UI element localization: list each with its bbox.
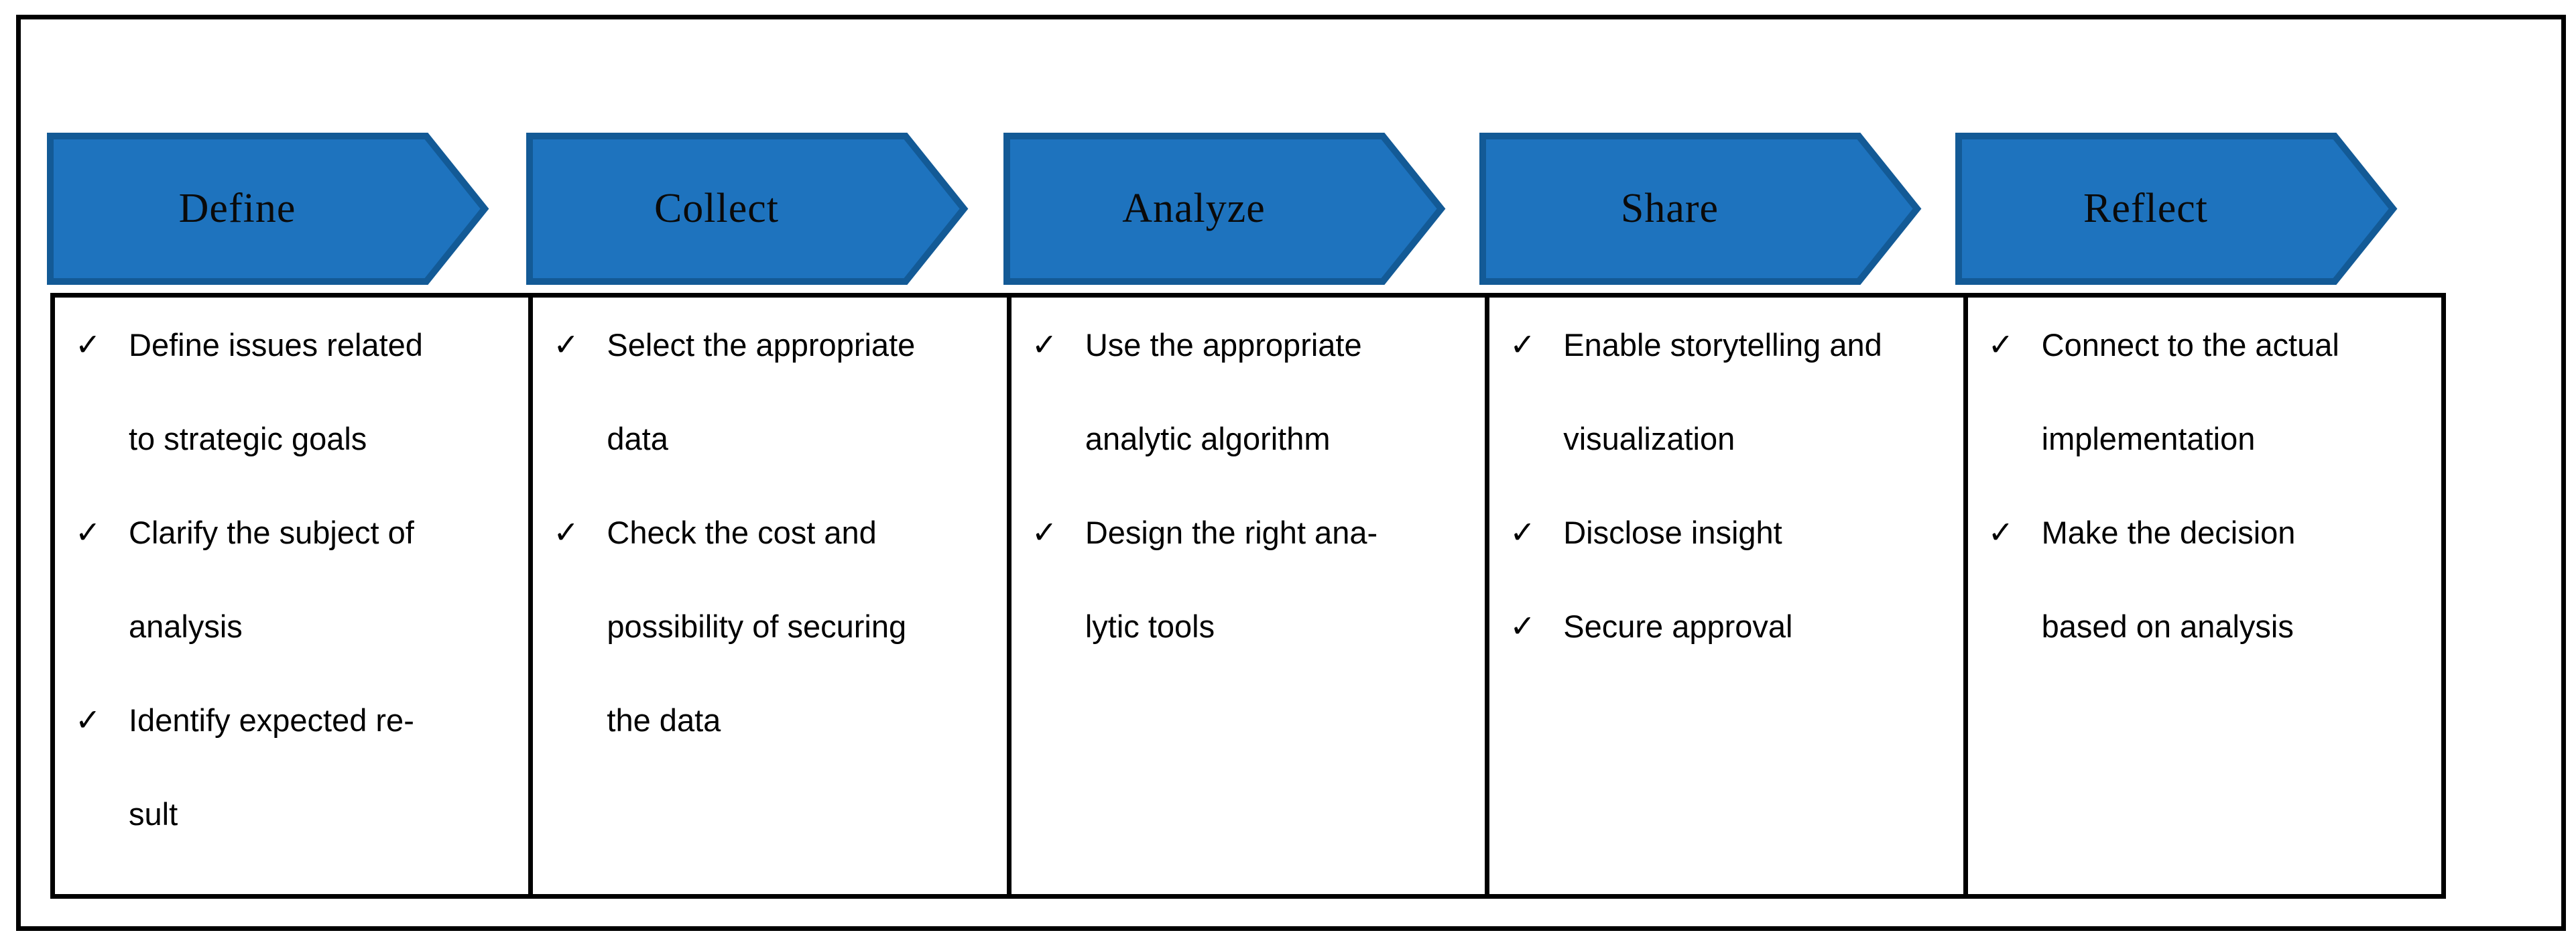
checklist-item: ✓ Secure approval (1510, 579, 1951, 673)
checkmark-icon: ✓ (1987, 327, 2014, 362)
checkmark-icon: ✓ (75, 515, 101, 550)
item-line: Use the appropriate (1085, 326, 1362, 363)
checkmark-icon: ✓ (553, 327, 579, 362)
checkmark-icon: ✓ (75, 327, 101, 362)
checklist-item: ✓ Disclose insight (1510, 485, 1951, 579)
stage-arrow-collect: Collect (526, 133, 969, 285)
checklist-item: ✓ Select the appropriate data (553, 298, 994, 485)
arrow-graphic (1955, 133, 2398, 285)
stage-title: Share (1620, 186, 1719, 231)
checkmark-icon: ✓ (1510, 327, 1536, 362)
stage-arrow-analyze: Analyze (1003, 133, 1446, 285)
checkmark-icon: ✓ (1031, 327, 1058, 362)
checkmark-icon: ✓ (1510, 609, 1536, 643)
arrow-graphic (526, 133, 969, 285)
arrow-graphic (1003, 133, 1446, 285)
item-line: Disclose insight (1563, 514, 1782, 550)
item-line: Check the cost and (607, 514, 877, 550)
item-line: Clarify the subject of (129, 514, 414, 550)
item-line: analytic algorithm (1085, 420, 1331, 456)
item-line: analysis (129, 608, 243, 644)
item-line: to strategic goals (129, 420, 367, 456)
checklist-item: ✓ Enable storytelling and visualization (1510, 298, 1951, 485)
stage-box-collect: ✓ Select the appropriate data ✓ Check the co… (533, 298, 1011, 894)
item-line: Identify expected re- (129, 702, 414, 738)
checklist-item: ✓ Design the right ana-lytic tools (1032, 485, 1473, 673)
stage-box-reflect: ✓ Connect to the actual implementation ✓ Mak… (1968, 298, 2441, 894)
item-line: Design the right ana- (1085, 514, 1378, 550)
item-line: lytic tools (1085, 608, 1215, 644)
stage-boxes-row: ✓ Define issues related to strategic goals… (50, 293, 2446, 899)
item-line: visualization (1563, 420, 1735, 456)
stage-title: Reflect (2083, 186, 2208, 231)
item-line: sult (129, 796, 178, 832)
stage-arrow-shape (1955, 133, 2398, 285)
diagram-outer-frame (16, 15, 2566, 931)
stage-arrow-shape (47, 133, 489, 285)
checklist-item: ✓ Use the appropriate analytic algorithm (1032, 298, 1473, 485)
item-line: possibility of securing (607, 608, 907, 644)
stage-arrow-reflect: Reflect (1955, 133, 2398, 285)
item-line: Enable storytelling and (1563, 326, 1882, 363)
checklist-item: ✓ Make the decision based on analysis (1988, 485, 2429, 673)
item-line: the data (607, 702, 721, 738)
item-line: data (607, 420, 668, 456)
stage-box-analyze: ✓ Use the appropriate analytic algorithm ✓ D… (1011, 298, 1490, 894)
item-line: Select the appropriate (607, 326, 916, 363)
item-line: Define issues related (129, 326, 423, 363)
stage-arrow-shape (526, 133, 969, 285)
arrow-graphic (47, 133, 489, 285)
checkmark-icon: ✓ (1031, 515, 1058, 550)
item-line: Secure approval (1563, 608, 1793, 644)
stage-box-define: ✓ Define issues related to strategic goals… (55, 298, 534, 894)
stage-title: Define (178, 186, 296, 231)
checklist-item: ✓ Clarify the subject of analysis (75, 485, 516, 673)
checklist-item: ✓ Connect to the actual implementation (1988, 298, 2429, 485)
checklist-item: ✓ Identify expected re-sult (75, 673, 516, 861)
stage-arrow-shape (1003, 133, 1446, 285)
item-line: Make the decision (2041, 514, 2296, 550)
checklist-item: ✓ Check the cost and possibility of securi… (553, 485, 994, 767)
checklist-item: ✓ Define issues related to strategic goals (75, 298, 516, 485)
arrow-graphic (1479, 133, 1922, 285)
stage-arrow-shape (1479, 133, 1922, 285)
checkmark-icon: ✓ (1987, 515, 2014, 550)
stage-arrow-share: Share (1479, 133, 1922, 285)
item-line: Connect to the actual (2041, 326, 2339, 363)
item-line: implementation (2041, 420, 2256, 456)
checkmark-icon: ✓ (553, 515, 579, 550)
checkmark-icon: ✓ (1510, 515, 1536, 550)
stage-box-share: ✓ Enable storytelling and visualization ✓ Di… (1489, 298, 1968, 894)
stage-title: Analyze (1122, 186, 1266, 231)
stage-arrow-define: Define (47, 133, 489, 285)
stage-title: Collect (654, 186, 780, 231)
item-line: based on analysis (2041, 608, 2294, 644)
checkmark-icon: ✓ (75, 702, 101, 737)
